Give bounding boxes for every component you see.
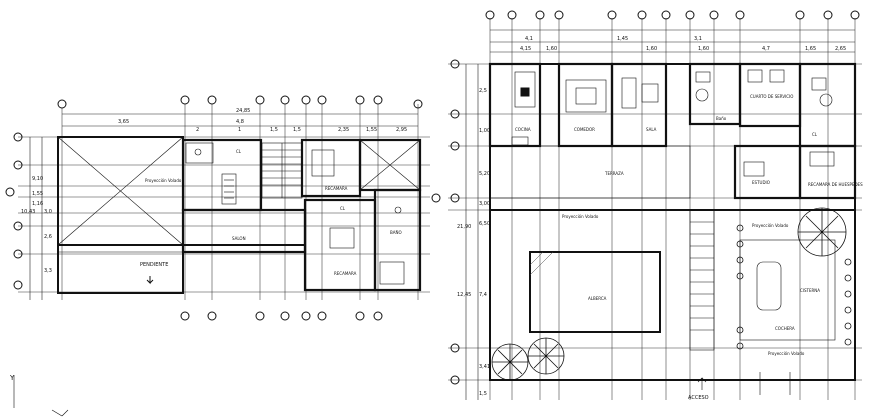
right-label-bano: Baño — [716, 116, 727, 121]
right-label-cocina: COCINA — [515, 127, 531, 132]
right-label-comedor: COMEDOR — [574, 127, 595, 132]
dim-left-a: 9,10 — [32, 176, 43, 182]
left-right-grid-bubble — [431, 193, 441, 203]
left-label-cl-2: CL — [340, 206, 346, 211]
rdim-top-b: 4,15 — [520, 46, 531, 52]
dim-left-e: 3,0 — [44, 209, 52, 215]
dim-top-a: 3,65 — [118, 119, 129, 125]
hedge-shrubs — [736, 224, 852, 350]
right-top-grid-bubbles — [485, 10, 860, 20]
dim-left-b: 1,55 — [32, 191, 43, 197]
left-staircase — [261, 142, 303, 199]
right-sala-room — [610, 62, 668, 148]
dim-top-c: 2 — [196, 127, 199, 133]
left-floor-plan: 24,85 3,65 4,8 2 1 1,5 1,5 2,35 1,55 2,9… — [5, 95, 441, 321]
tree-icons — [491, 207, 847, 381]
dim-top-g: 2,35 — [338, 127, 349, 133]
left-top-dimension-chain: 24,85 3,65 4,8 2 1 1,5 1,5 2,35 1,55 2,9… — [62, 108, 418, 133]
right-label-terraza: TERRAZA — [604, 171, 624, 176]
dim-left-c: 1,16 — [32, 201, 43, 207]
left-side-dimension-chain: 9,10 1,55 1,16 10,43 3,0 2,6 3,3 — [21, 137, 52, 300]
left-label-recamara-1: RECAMARA — [325, 186, 348, 191]
rdim-top-a: 4,1 — [525, 36, 533, 42]
left-top-grid-bubbles — [57, 95, 423, 109]
right-label-recamara-huespedes: RECAMARA DE HUESPEDES — [808, 182, 863, 187]
left-label-recamara-2: RECAMARA — [334, 271, 357, 276]
rdim-top-g: 1,60 — [698, 46, 709, 52]
right-label-cochera: COCHERA — [775, 326, 795, 331]
right-label-estudio: ESTUDIO — [752, 180, 770, 185]
rdim-left-a: 2,5 — [479, 88, 487, 94]
left-grid-lines — [18, 104, 430, 300]
rdim-left-i: 3,41 — [479, 364, 490, 370]
dim-top-b: 4,8 — [236, 119, 244, 125]
rdim-left-e: 6,50 — [479, 221, 490, 227]
left-label-proyeccion-volado: Proyección Volado — [145, 178, 182, 183]
dim-top-h: 1,55 — [366, 127, 377, 133]
right-comedor-room — [557, 62, 614, 148]
left-bottom-grid-bubbles — [180, 311, 383, 321]
dim-top-d: 1 — [238, 127, 241, 133]
rdim-top-e: 1,60 — [646, 46, 657, 52]
right-floor-plan: 4,1 4,15 1,60 1,45 1,60 3,1 1,60 4,7 1,6… — [448, 10, 863, 401]
dim-top-total: 24,85 — [236, 108, 250, 114]
right-terraza-area — [489, 145, 691, 199]
left-label-pendiente: PENDIENTE — [140, 262, 168, 268]
rdim-top-d: 1,45 — [617, 36, 628, 42]
rdim-left-f: 21,90 — [457, 224, 471, 230]
left-label-cl-1: CL — [236, 149, 242, 154]
dim-left-f: 2,6 — [44, 234, 52, 240]
rdim-top-i: 1,65 — [805, 46, 816, 52]
left-recamara-2-room — [303, 198, 377, 292]
right-access-steps — [689, 209, 715, 351]
ucs-y-label: Y — [9, 374, 15, 382]
right-side-dimension-chain: 2,5 1,00 5,20 3,00 6,50 21,90 12,45 7,4 … — [457, 64, 490, 400]
right-label-cisterna: CISTERNA — [800, 288, 820, 293]
right-side-grid-bubbles — [450, 59, 460, 385]
dim-left-d: 10,43 — [21, 209, 35, 215]
rdim-left-h: 7,4 — [479, 292, 487, 298]
right-label-proyeccion-volado-2: Proyección Volado — [752, 223, 789, 228]
dim-top-e: 1,5 — [270, 127, 278, 133]
left-label-bano: BAÑO — [390, 230, 402, 235]
right-estudio-room — [733, 144, 802, 200]
access-arrow-icon — [697, 377, 707, 390]
rdim-top-f: 3,1 — [694, 36, 702, 42]
rdim-left-j: 1,5 — [479, 391, 487, 397]
right-top-dimension-chain: 4,1 4,15 1,60 1,45 1,60 3,1 1,60 4,7 1,6… — [490, 29, 855, 53]
right-alberca-pool — [529, 251, 661, 333]
rdim-top-j: 2,65 — [835, 46, 846, 52]
right-label-cuarto-servicio: CUARTO DE SERVICIO — [750, 94, 793, 99]
right-label-acceso: ACCESO — [688, 395, 709, 401]
rdim-top-h: 4,7 — [762, 46, 770, 52]
rdim-left-d: 3,00 — [479, 201, 490, 207]
dim-top-f: 1,5 — [293, 127, 301, 133]
left-roof-slab-outline — [57, 136, 184, 294]
right-label-proyeccion-volado: Proyección Volado — [562, 214, 599, 219]
rdim-left-b: 1,00 — [479, 128, 490, 134]
rdim-left-g: 12,45 — [457, 292, 471, 298]
left-label-salon: SALON — [232, 236, 246, 241]
right-label-alberca: ALBERCA — [588, 296, 607, 301]
right-cochera-area — [739, 239, 836, 341]
right-label-sala: SALA — [646, 127, 657, 132]
right-lot-outline — [489, 63, 856, 381]
dim-left-g: 3,3 — [44, 268, 52, 274]
right-label-cl: CL — [812, 132, 818, 137]
rdim-left-c: 5,20 — [479, 171, 490, 177]
ucs-axis-icon: Y — [9, 374, 69, 417]
left-bano-room — [373, 188, 422, 292]
slope-arrow-icon — [146, 276, 154, 285]
right-recamara-huespedes-room — [798, 144, 857, 200]
dim-top-i: 2,95 — [396, 127, 407, 133]
right-label-proyeccion-volado-3: Proyección Volado — [768, 351, 805, 356]
rdim-top-c: 1,60 — [546, 46, 557, 52]
car-icon — [756, 261, 782, 311]
left-side-grid-bubbles — [5, 132, 23, 290]
